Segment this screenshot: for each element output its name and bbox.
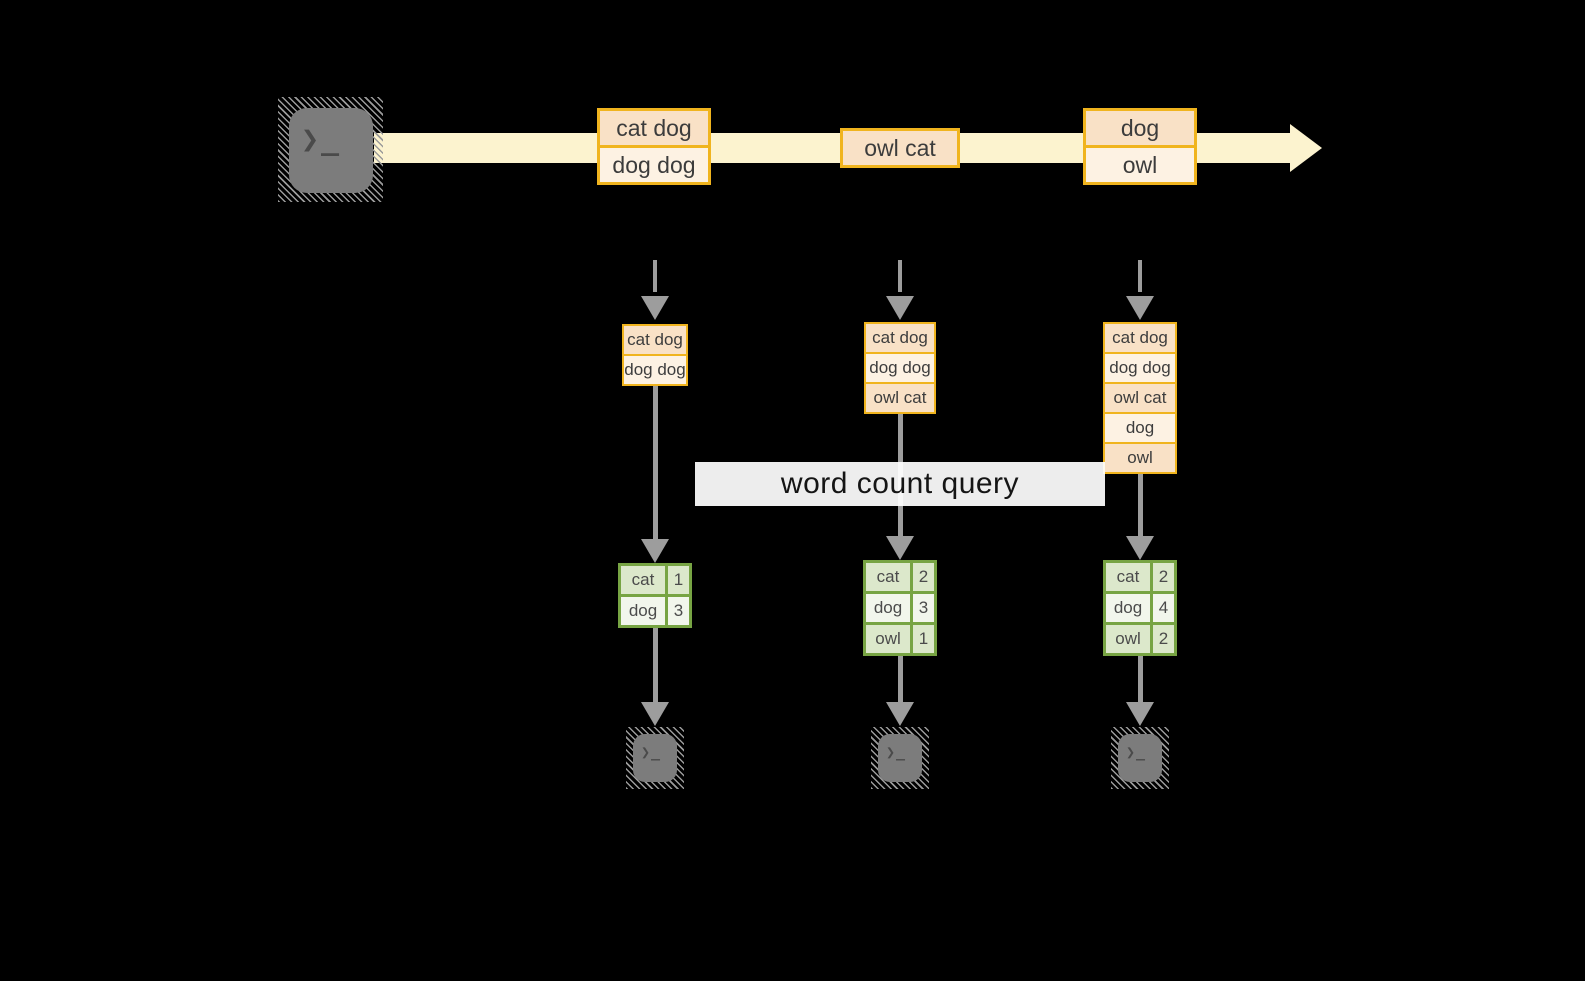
stream-arrow-head: [1290, 124, 1322, 172]
count-value-cell: 4: [1153, 594, 1174, 622]
buffer-stack: cat dog dog dog owl cat: [864, 322, 936, 414]
stream-event-box: cat dog dog dog: [597, 108, 711, 185]
buffer-row: dog dog: [864, 352, 936, 384]
sink-arrow-head: [641, 702, 669, 726]
sink-arrow-head: [886, 702, 914, 726]
terminal-screen: ❯_: [289, 108, 373, 193]
buffer-row: dog: [1103, 412, 1177, 444]
stream-event-line: dog: [1083, 108, 1197, 148]
query-banner: word count query: [695, 462, 1105, 506]
buffer-row: owl: [1103, 442, 1177, 474]
terminal-sink-icon: ❯_: [871, 727, 929, 789]
stream-event-line: owl cat: [840, 128, 960, 168]
count-value-cell: 3: [668, 597, 689, 625]
flow-arrow-head: [886, 536, 914, 560]
sink-arrow-head: [1126, 702, 1154, 726]
count-value-cell: 1: [913, 625, 934, 653]
count-value-cell: 3: [913, 594, 934, 622]
ingest-arrow-dash: [653, 260, 657, 292]
terminal-prompt-icon: ❯_: [641, 743, 662, 761]
flow-arrow-head: [641, 539, 669, 563]
buffer-row: cat dog: [1103, 322, 1177, 354]
terminal-screen: ❯_: [633, 734, 677, 782]
flow-arrow-head: [1126, 536, 1154, 560]
count-word-cell: cat: [621, 566, 665, 594]
ingest-arrow-head: [1126, 296, 1154, 320]
count-word-cell: dog: [1106, 594, 1150, 622]
count-word-cell: dog: [866, 594, 910, 622]
sink-arrow-line: [653, 628, 658, 703]
terminal-prompt-icon: ❯_: [301, 122, 342, 157]
terminal-screen: ❯_: [878, 734, 922, 782]
stream-event-line: owl: [1083, 145, 1197, 185]
count-word-cell: dog: [621, 597, 665, 625]
stream-event-line: dog dog: [597, 145, 711, 185]
terminal-screen: ❯_: [1118, 734, 1162, 782]
buffer-stack: cat dog dog dog owl cat dog owl: [1103, 322, 1177, 474]
count-word-cell: owl: [1106, 625, 1150, 653]
stream-event-box: owl cat: [840, 128, 960, 168]
query-label: word count query: [780, 467, 1020, 500]
buffer-row: dog dog: [622, 354, 688, 386]
ingest-arrow-dash: [898, 260, 902, 292]
buffer-row: dog dog: [1103, 352, 1177, 384]
flow-line: [1138, 474, 1143, 538]
buffer-row: cat dog: [864, 322, 936, 354]
buffer-stack: cat dog dog dog: [622, 324, 688, 386]
count-table: cat 1 dog 3: [618, 563, 692, 628]
count-word-cell: owl: [866, 625, 910, 653]
count-value-cell: 1: [668, 566, 689, 594]
ingest-arrow-head: [641, 296, 669, 320]
sink-arrow-line: [898, 656, 903, 703]
count-value-cell: 2: [1153, 563, 1174, 591]
ingest-arrow-head: [886, 296, 914, 320]
count-word-cell: cat: [1106, 563, 1150, 591]
count-table: cat 2 dog 4 owl 2: [1103, 560, 1177, 656]
count-table: cat 2 dog 3 owl 1: [863, 560, 937, 656]
buffer-row: owl cat: [864, 382, 936, 414]
terminal-prompt-icon: ❯_: [886, 743, 907, 761]
count-value-cell: 2: [913, 563, 934, 591]
buffer-row: cat dog: [622, 324, 688, 356]
terminal-sink-icon: ❯_: [626, 727, 684, 789]
sink-arrow-line: [1138, 656, 1143, 703]
ingest-arrow-dash: [1138, 260, 1142, 292]
terminal-prompt-icon: ❯_: [1126, 743, 1147, 761]
count-value-cell: 2: [1153, 625, 1174, 653]
buffer-row: owl cat: [1103, 382, 1177, 414]
stream-event-box: dog owl: [1083, 108, 1197, 185]
count-word-cell: cat: [866, 563, 910, 591]
stream-event-line: cat dog: [597, 108, 711, 148]
flow-line: [653, 386, 658, 541]
terminal-sink-icon: ❯_: [1111, 727, 1169, 789]
terminal-source-icon: ❯_: [278, 97, 383, 202]
